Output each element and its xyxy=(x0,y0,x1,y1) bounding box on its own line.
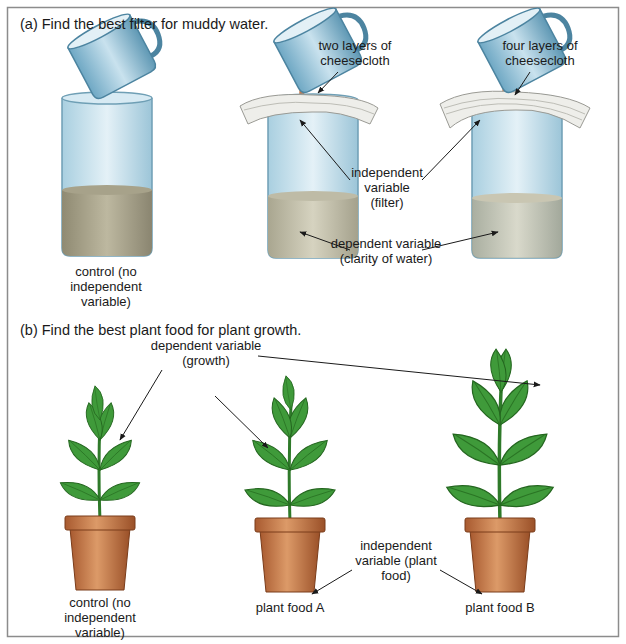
control-label: control (no independent variable) xyxy=(44,595,156,640)
variable-label: dependent variable (growth) xyxy=(150,338,262,368)
control-label: control (no independent variable) xyxy=(50,264,162,309)
variable-label: independent variable (plant food) xyxy=(340,538,452,583)
panel-title: (b) Find the best plant food for plant g… xyxy=(20,322,580,339)
filter-label: two layers of cheesecloth xyxy=(300,38,410,68)
variable-label: independent variable (filter) xyxy=(346,165,428,210)
plant-label: plant food B xyxy=(450,600,550,615)
panel-title: (a) Find the best filter for muddy water… xyxy=(20,16,580,33)
filter-label: four layers of cheesecloth xyxy=(480,38,600,68)
plant-label: plant food A xyxy=(240,600,340,615)
variable-label: dependent variable (clarity of water) xyxy=(330,236,442,266)
